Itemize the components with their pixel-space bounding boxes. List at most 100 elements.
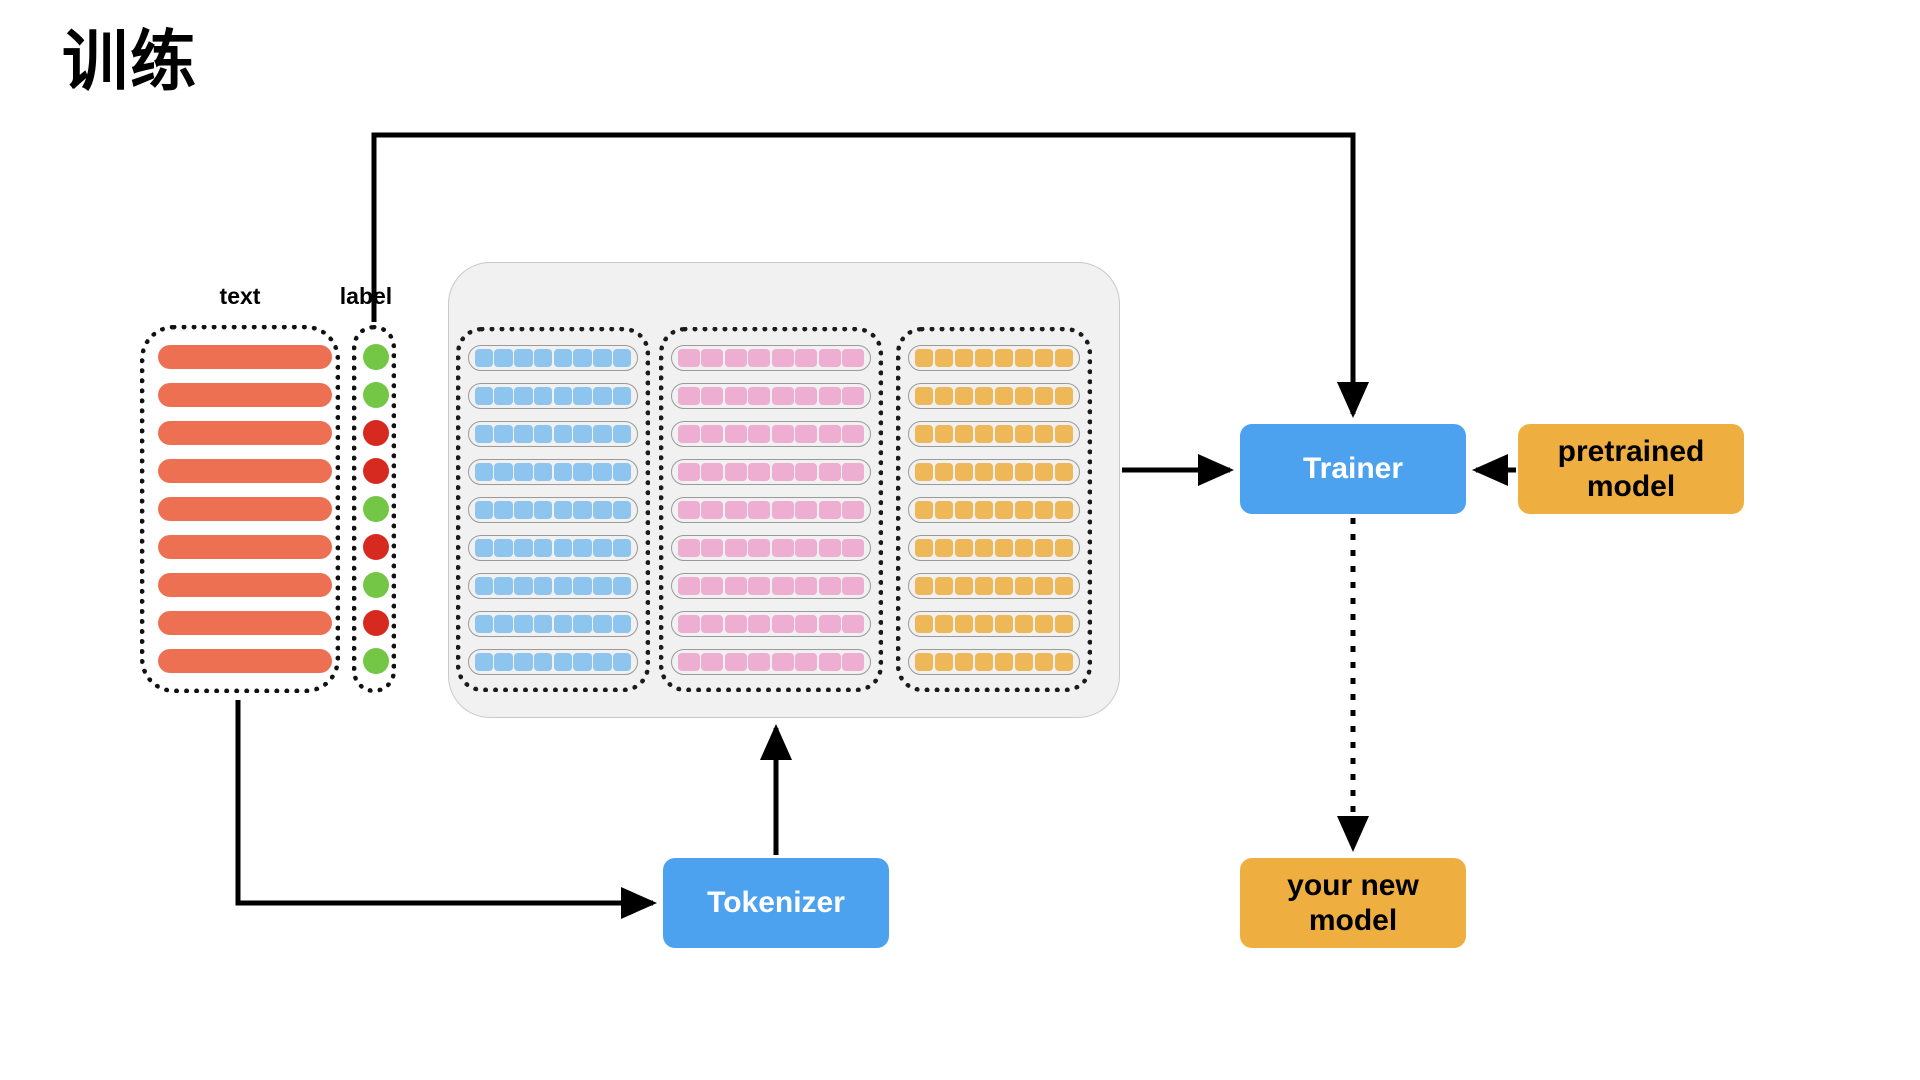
input-ids-cell [553,653,573,671]
edge-text-to-tokenizer [235,700,657,919]
input-ids-cell [494,615,513,633]
input-ids-cell [494,577,513,595]
input-ids-cell [553,501,573,519]
label-dot-pos [363,382,389,408]
input-ids-cell [533,387,553,405]
token-type-ids-cell [748,539,771,557]
attention-mask-row [908,497,1080,523]
attention-mask-cell [954,425,974,443]
input-ids-cell [514,349,533,367]
attention-mask-cell [1034,463,1054,481]
attention-mask-cell [954,615,974,633]
token-type-ids-cell [771,349,794,367]
attention-mask-cell [1014,615,1034,633]
input-ids-cell [474,615,494,633]
text-column-caption: text [219,283,261,309]
token-type-ids-column [659,327,883,692]
input-ids-cell [593,577,612,595]
token-type-ids-cell [701,501,724,519]
input-ids-cell [494,539,513,557]
attention-mask-cell [934,653,954,671]
attention-mask-cell [914,463,934,481]
token-type-ids-row [671,573,871,599]
tokenizer-node[interactable]: Tokenizer [663,858,889,948]
attention-mask-cell [1034,577,1054,595]
token-type-ids-cell [677,387,700,405]
token-type-ids-row [671,649,871,675]
input-ids-cell [494,425,513,443]
input-ids-cell [553,425,573,443]
token-type-ids-cell [842,463,865,481]
token-type-ids-cell [795,501,818,519]
text-row [158,421,332,445]
attention-mask-cell [954,501,974,519]
input-ids-cell [553,349,573,367]
input-ids-row [468,421,638,447]
attention-mask-cell [1054,425,1074,443]
attention-mask-cell [914,387,934,405]
token-type-ids-cell [677,653,700,671]
attention-mask-cell [954,387,974,405]
token-type-ids-cell [748,349,771,367]
input-ids-cell [612,653,632,671]
attention-mask-cell [974,653,994,671]
attention-mask-cell [914,501,934,519]
input-ids-cell [494,463,513,481]
input-ids-cell [573,501,592,519]
input-ids-cell [573,463,592,481]
input-ids-cell [573,615,592,633]
input-ids-cell [573,539,592,557]
input-ids-cell [593,501,612,519]
input-ids-row [468,611,638,637]
attention-mask-cell [1034,387,1054,405]
trainer-node[interactable]: Trainer [1240,424,1466,514]
input-ids-cell [533,539,553,557]
label-dot-neg [363,458,389,484]
token-type-ids-cell [701,539,724,557]
attention-mask-cell [1014,463,1034,481]
attention-mask-column [896,327,1092,692]
token-type-ids-cell [748,577,771,595]
input-ids-cell [612,615,632,633]
label-dot-neg [363,420,389,446]
token-type-ids-cell [818,387,841,405]
token-type-ids-cell [724,387,747,405]
label-dot-pos [363,496,389,522]
attention-mask-cell [994,653,1014,671]
input-ids-cell [494,501,513,519]
input-ids-cell [474,539,494,557]
input-ids-cell [553,577,573,595]
attention-mask-cell [1054,539,1074,557]
token-type-ids-cell [818,539,841,557]
token-type-ids-cell [701,425,724,443]
token-type-ids-cell [818,425,841,443]
input-ids-cell [474,463,494,481]
token-type-ids-cell [701,349,724,367]
page-title: 训练 [62,24,198,98]
input-ids-cell [573,425,592,443]
attention-mask-cell [1054,349,1074,367]
token-type-ids-cell [677,577,700,595]
token-type-ids-cell [795,387,818,405]
attention-mask-cell [974,501,994,519]
token-type-ids-cell [771,539,794,557]
attention-mask-cell [994,349,1014,367]
input-ids-row [468,649,638,675]
attention-mask-cell [1034,349,1054,367]
token-type-ids-cell [748,615,771,633]
attention-mask-cell [994,577,1014,595]
attention-mask-cell [994,539,1014,557]
pretrained-model-node[interactable]: pretrained model [1518,424,1744,514]
input-ids-cell [474,425,494,443]
token-type-ids-row [671,345,871,371]
token-type-ids-cell [771,425,794,443]
your-new-model-node[interactable]: your new model [1240,858,1466,948]
input-ids-cell [514,653,533,671]
token-type-ids-cell [795,539,818,557]
attention-mask-cell [1054,387,1074,405]
token-type-ids-cell [795,615,818,633]
token-type-ids-cell [724,577,747,595]
input-ids-cell [612,463,632,481]
input-ids-cell [474,387,494,405]
